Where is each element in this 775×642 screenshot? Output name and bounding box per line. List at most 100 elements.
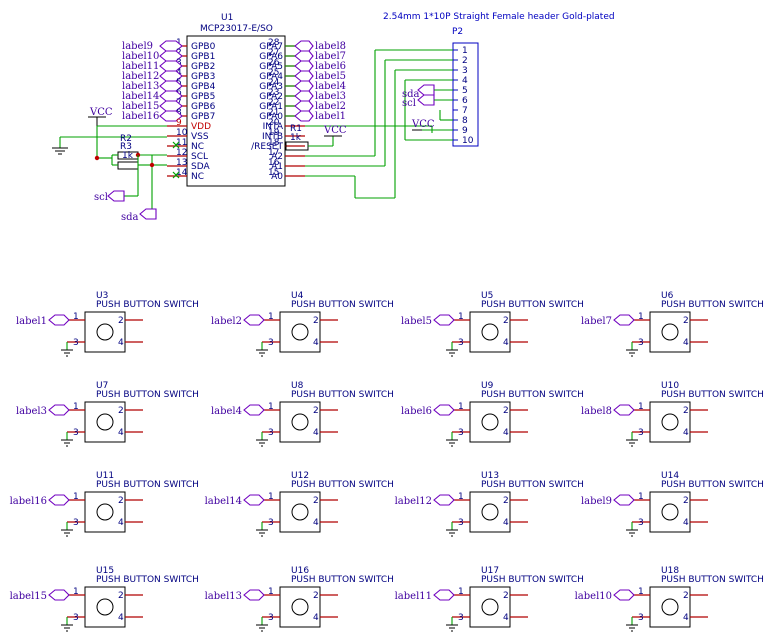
switch-button <box>96 323 114 341</box>
switch-pin-number: 4 <box>683 338 689 348</box>
switch-pin-number: 4 <box>683 518 689 528</box>
net-flag <box>433 404 455 416</box>
switch-pin-number: 2 <box>118 496 124 506</box>
ic-pin-number: 14 <box>176 168 188 178</box>
header-pin-number: 8 <box>462 116 468 126</box>
switch-ref: U11 <box>96 471 114 481</box>
sda-flag-label: sda <box>121 212 139 223</box>
net-label: label11 <box>395 591 432 602</box>
scl-header-flag <box>417 94 435 106</box>
net-flag <box>294 100 314 112</box>
header-pin-number: 4 <box>462 76 468 86</box>
switch-ref: U13 <box>481 471 499 481</box>
header-pin-number: 5 <box>462 86 468 96</box>
net-label: label5 <box>401 316 432 327</box>
ic-left-pins: 1GPB0label92GPB1label103GPB2label114GPB3… <box>122 38 216 182</box>
ic-pin-name: VDD <box>191 122 211 132</box>
switch-pin-number: 3 <box>638 428 644 438</box>
ic-pin-number: 20 <box>268 118 280 128</box>
ic-pin-number: 21 <box>268 108 279 118</box>
header-pin: 3 <box>453 66 468 76</box>
header-pin: 5 <box>453 86 468 96</box>
switch-pin-number: 1 <box>268 492 274 502</box>
switch-pin-number: 4 <box>118 613 124 623</box>
r3-ref: R3 <box>120 142 132 152</box>
switch-button <box>661 413 679 431</box>
net-label: label11 <box>122 61 159 72</box>
net-label: label10 <box>122 51 159 62</box>
switch-pin-number: 4 <box>313 338 319 348</box>
r2-ref: R2 <box>120 134 132 144</box>
switch-pin-number: 1 <box>458 402 464 412</box>
vcc-label-left: VCC <box>89 107 113 118</box>
switch-pin-number: 3 <box>638 518 644 528</box>
switch-button <box>661 323 679 341</box>
switch-value: PUSH BUTTON SWITCH <box>291 300 394 310</box>
header-pin: 6 <box>453 96 468 106</box>
ic-pin-name: GPB4 <box>191 82 216 92</box>
switch-button <box>96 598 114 616</box>
switch-button <box>291 323 309 341</box>
switch-value: PUSH BUTTON SWITCH <box>661 575 764 585</box>
ic-pin-name: SCL <box>191 152 208 162</box>
switch-pin-number: 3 <box>268 428 274 438</box>
ic-pin-name: GPA3 <box>259 82 283 92</box>
switch-pin-number: 4 <box>118 338 124 348</box>
header-pin-number: 3 <box>462 66 468 76</box>
switch-value: PUSH BUTTON SWITCH <box>661 480 764 490</box>
ic-pin-number: 28 <box>268 38 280 48</box>
switch-pin-number: 4 <box>503 428 509 438</box>
switch-body <box>469 586 511 628</box>
switch-pin-number: 4 <box>118 428 124 438</box>
ic-pin-number: 17 <box>268 148 279 158</box>
net-flag <box>433 314 455 326</box>
net-flag <box>48 404 70 416</box>
ic-pin-name: NC <box>191 172 204 182</box>
ic-pin-name: NC <box>191 142 204 152</box>
switch-pin-number: 1 <box>458 587 464 597</box>
scl-flag-label: scl <box>94 192 108 203</box>
switch-ref: U9 <box>481 381 494 391</box>
r3-body <box>117 161 139 170</box>
r2-value: 1k <box>122 151 134 161</box>
net-label: label1 <box>315 111 346 122</box>
switch-pin-number: 3 <box>638 613 644 623</box>
net-label: label7 <box>581 316 612 327</box>
switch-pin-number: 4 <box>683 613 689 623</box>
net-flag <box>613 314 635 326</box>
net-flag <box>48 589 70 601</box>
header-pin: 2 <box>453 56 468 66</box>
switch-pin-number: 4 <box>118 518 124 528</box>
net-flag <box>48 494 70 506</box>
switch-pin-number: 1 <box>73 312 79 322</box>
switch-ref: U3 <box>96 291 108 301</box>
ic-pin-left: 3GPB2label11 <box>122 58 215 72</box>
ic-value: MCP23017-E/SO <box>200 24 273 34</box>
header-pin: 4 <box>453 76 468 86</box>
header-pin: 9 <box>453 126 468 136</box>
switch-pin-number: 1 <box>638 402 644 412</box>
header-pin: 8 <box>453 116 468 126</box>
ic-body <box>186 35 286 187</box>
net-label: label3 <box>315 91 346 102</box>
net-flag <box>433 589 455 601</box>
switch-pin-number: 4 <box>313 518 319 528</box>
ic-pin-left: 6GPB5label14 <box>122 88 215 102</box>
net-flag <box>294 60 314 72</box>
switch-body <box>649 491 691 533</box>
sda-header-flag <box>417 84 435 96</box>
header-pin-number: 7 <box>462 106 468 116</box>
ic-pin-name: GPA6 <box>259 52 283 62</box>
ic-pin-number: 19 <box>268 128 280 138</box>
switch-body <box>279 311 321 353</box>
switch-value: PUSH BUTTON SWITCH <box>96 480 199 490</box>
header-pin-number: 1 <box>462 46 468 56</box>
